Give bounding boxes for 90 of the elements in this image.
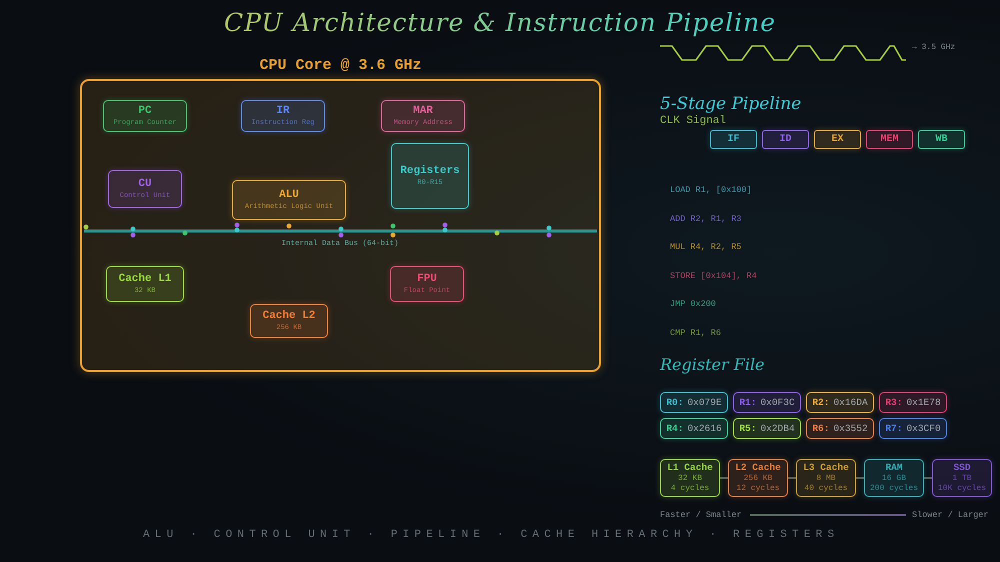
register-name: R5: bbox=[739, 422, 756, 434]
register-box bbox=[733, 418, 801, 439]
stage-label: ID bbox=[779, 134, 792, 146]
memory-level-name: SSD bbox=[953, 462, 971, 474]
component-name: ALU bbox=[279, 188, 299, 202]
stage-label: IF bbox=[727, 134, 740, 146]
register-value: 0x0F3C bbox=[760, 397, 795, 408]
register-name: R0: bbox=[666, 396, 684, 408]
register-name: R1: bbox=[739, 396, 756, 408]
section-heading: 5-Stage Pipeline bbox=[660, 94, 802, 114]
memory-latency: 40 cycles bbox=[804, 484, 848, 494]
stage-box bbox=[814, 130, 861, 149]
section-heading: Register File bbox=[660, 355, 765, 374]
memory-level-name: RAM bbox=[885, 462, 903, 474]
component-box bbox=[106, 266, 184, 302]
scale-label: Slower / Larger bbox=[912, 510, 989, 520]
clock-frequency-label: → 3.5 GHz bbox=[912, 43, 956, 52]
memory-capacity: 256 KB bbox=[744, 474, 772, 484]
register-box bbox=[879, 392, 947, 413]
component-box bbox=[381, 100, 465, 132]
memory-latency: 12 cycles bbox=[736, 484, 780, 494]
memory-level-box bbox=[864, 459, 924, 497]
component-box bbox=[250, 304, 328, 338]
connector-line bbox=[720, 477, 728, 479]
register-value: 0x16DA bbox=[833, 397, 868, 408]
memory-level-name: L3 Cache bbox=[803, 462, 849, 474]
memory-level-box bbox=[796, 459, 856, 497]
component-box bbox=[391, 143, 469, 209]
register-value: 0x079E bbox=[687, 397, 722, 408]
instruction-text: JMP 0x200 bbox=[670, 299, 716, 310]
register-box bbox=[806, 392, 874, 413]
scale-label: Faster / Smaller bbox=[660, 510, 742, 520]
connector-line bbox=[856, 477, 864, 479]
memory-level-name: L1 Cache bbox=[667, 462, 713, 474]
register-value: 0x3552 bbox=[833, 423, 868, 434]
component-name: MAR bbox=[413, 104, 433, 118]
memory-latency: 4 cycles bbox=[670, 484, 710, 494]
component-box bbox=[108, 170, 182, 208]
stage-box bbox=[762, 130, 809, 149]
component-name: Cache L1 bbox=[118, 272, 172, 286]
register-value: 0x2616 bbox=[687, 423, 722, 434]
register-box bbox=[879, 418, 947, 439]
stage-label: EX bbox=[831, 134, 844, 146]
memory-level-name: L2 Cache bbox=[735, 462, 781, 474]
connector-line bbox=[924, 477, 932, 479]
register-value: 0x1E78 bbox=[906, 397, 941, 408]
component-name: Cache L2 bbox=[262, 310, 316, 322]
register-value: 0x2DB4 bbox=[760, 423, 795, 434]
memory-level-box bbox=[660, 459, 720, 497]
memory-level-box bbox=[932, 459, 992, 497]
register-box bbox=[660, 418, 728, 439]
register-box bbox=[806, 418, 874, 439]
footer-caption: ALU · CONTROL UNIT · PIPELINE · CACHE HIERARCHY · REGISTERS bbox=[143, 529, 840, 541]
component-name: IR bbox=[276, 104, 290, 118]
component-name: CU bbox=[138, 178, 152, 190]
memory-capacity: 16 GB bbox=[882, 474, 906, 484]
instruction-text: LOAD R1, [0x100] bbox=[670, 185, 752, 195]
memory-latency: 10K cycles bbox=[938, 484, 986, 494]
signal-label: CLK Signal bbox=[660, 115, 726, 127]
register-box bbox=[660, 392, 728, 413]
memory-capacity: 1 TB bbox=[952, 474, 972, 484]
stage-box bbox=[710, 130, 757, 149]
memory-capacity: 8 MB bbox=[816, 474, 836, 484]
stage-label: WB bbox=[935, 134, 948, 146]
stage-box bbox=[866, 130, 913, 149]
component-box bbox=[232, 180, 346, 220]
register-name: R2: bbox=[812, 396, 830, 408]
component-box bbox=[241, 100, 325, 132]
instruction-text: ADD R2, R1, R3 bbox=[670, 214, 742, 224]
register-name: R4: bbox=[666, 422, 684, 434]
component-name: PC bbox=[138, 104, 152, 118]
panel-heading: CPU Core @ 3.6 GHz bbox=[259, 56, 422, 76]
instruction-text: STORE [0x104], R4 bbox=[670, 270, 757, 281]
memory-level-box bbox=[728, 459, 788, 497]
instruction-text: MUL R4, R2, R5 bbox=[670, 242, 742, 252]
register-name: R7: bbox=[885, 422, 902, 434]
component-name: FPU bbox=[417, 272, 437, 286]
memory-latency: 200 cycles bbox=[870, 484, 918, 494]
component-name: Registers bbox=[400, 164, 460, 178]
connector-line bbox=[788, 477, 796, 479]
register-box bbox=[733, 392, 801, 413]
stage-label: MEM bbox=[880, 134, 898, 146]
component-box bbox=[103, 100, 187, 132]
instruction-text: CMP R1, R6 bbox=[670, 328, 722, 338]
stage-box bbox=[918, 130, 965, 149]
register-name: R3: bbox=[885, 396, 902, 408]
component-box bbox=[390, 266, 464, 302]
register-value: 0x3CF0 bbox=[906, 423, 941, 434]
register-name: R6: bbox=[812, 422, 830, 434]
memory-capacity: 32 KB bbox=[678, 474, 702, 484]
